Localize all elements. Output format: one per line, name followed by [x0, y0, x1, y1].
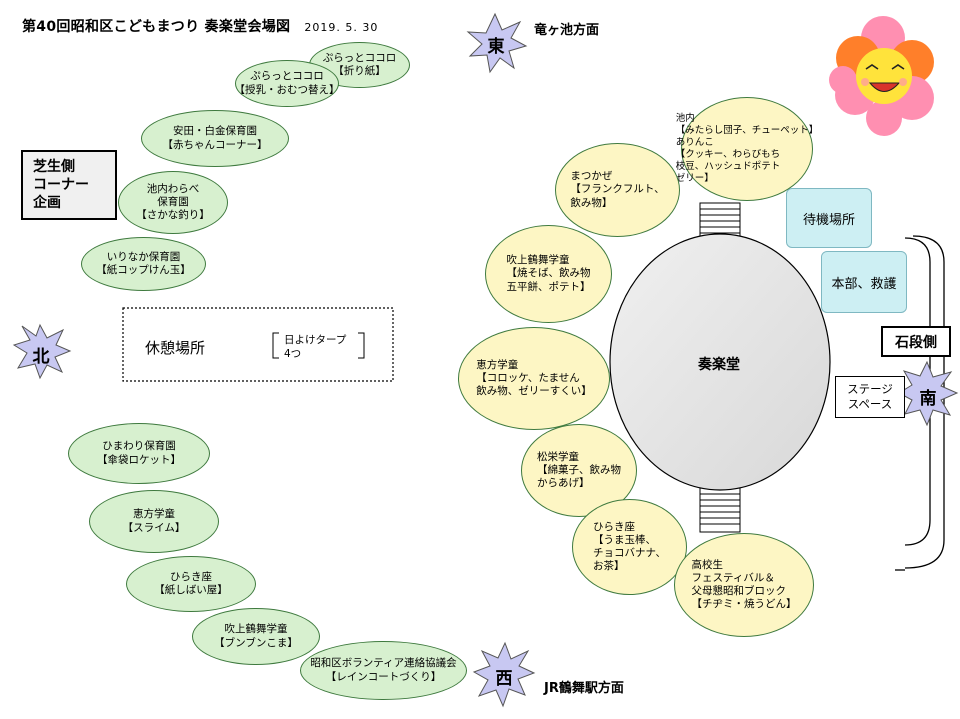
booth-label: ひまわり保育園 【傘袋ロケット】 [97, 440, 181, 466]
flower-mascot-icon [829, 16, 934, 136]
booth-label: ぷらっとココロ 【授乳・おむつ替え】 [234, 70, 340, 96]
booth-left-2: ぷらっとココロ 【授乳・おむつ替え】 [234, 60, 340, 107]
stairs-icon [699, 202, 741, 533]
rest-area-border [122, 307, 394, 382]
page-title: 第40回昭和区こどもまつり 奏楽堂会場図 2019. 5. 30 [22, 16, 378, 36]
booth-right-4: 恵方学童 【コロッケ、たません 飲み物、ゼリーすくい】 [458, 327, 610, 430]
north-label: 北 [32, 347, 50, 367]
booth-label: 松栄学童 【綿菓子、飲み物 からあげ】 [537, 450, 621, 490]
booth-label: いりなか保育園 【紙コップけん玉】 [96, 250, 191, 276]
stage-hall-label: 奏楽堂 [698, 357, 740, 373]
hq-box: 本部、救護 [821, 251, 907, 313]
stage-hall-shape [609, 233, 831, 491]
booth-label: 恵方学童 【コロッケ、たません 飲み物、ゼリーすくい】 [476, 358, 592, 398]
east-note: 竜ヶ池方面 [534, 23, 600, 38]
booth-left-8: ひらき座 【紙しばい屋】 [126, 556, 256, 612]
booth-label: 恵方学童 【スライム】 [122, 508, 186, 534]
south-label: 南 [919, 389, 937, 409]
booth-label: 吹上鶴舞学童 【ブンブンこま】 [214, 623, 298, 649]
west-note: JR鶴舞駅方面 [544, 681, 624, 696]
shibafu-label: 芝生側 コーナー 企画 [33, 158, 89, 212]
waiting-area-box: 待機場所 [786, 188, 872, 248]
booth-left-9: 吹上鶴舞学童 【ブンブンこま】 [192, 608, 320, 665]
shade-label: 日よけタープ 4つ [284, 334, 347, 360]
booth-left-10: 昭和区ボランティア連絡協議会 【レインコートづくり】 [300, 641, 467, 700]
waiting-area-label: 待機場所 [802, 212, 855, 228]
stone-steps-label: 石段側 [895, 334, 937, 351]
booth-left-7: 恵方学童 【スライム】 [89, 490, 219, 553]
title-text: 第40回昭和区こどもまつり 奏楽堂会場図 [22, 19, 291, 35]
shibafu-corner-box: 芝生側 コーナー 企画 [21, 150, 117, 220]
booth-label: 高校生 フェスティバル＆ 父母懇昭和ブロック 【チヂミ・焼うどん】 [691, 558, 797, 611]
booth-right-2: まつかぜ 【フランクフルト、 飲み物】 [555, 143, 680, 237]
booth-label: 昭和区ボランティア連絡協議会 【レインコートづくり】 [310, 657, 457, 683]
hq-label: 本部、救護 [831, 276, 897, 292]
booth-right-3: 吹上鶴舞学童 【焼そば、飲み物 五平餅、ポテト】 [485, 225, 612, 323]
east-label: 東 [487, 37, 505, 57]
booth-left-6: ひまわり保育園 【傘袋ロケット】 [68, 423, 210, 484]
date-text: 2019. 5. 30 [304, 21, 379, 34]
booth-label: 吹上鶴舞学童 【焼そば、飲み物 五平餅、ポテト】 [506, 254, 591, 293]
booth-label: ひらき座 【紙しばい屋】 [154, 570, 228, 596]
booth-right-1: 池内 【みたらし団子、チューペット】 ありんこ 【クッキー、わらびもち 枝豆、ハ… [676, 97, 818, 201]
rest-area-label: 休憩場所 [145, 339, 206, 357]
booth-label: まつかぜ 【フランクフルト、 飲み物】 [570, 170, 665, 209]
west-label: 西 [495, 669, 513, 689]
compass-star-icon [12, 12, 959, 708]
booth-left-5: いりなか保育園 【紙コップけん玉】 [81, 237, 206, 291]
booth-right-6: ひらき座 【うま玉棒、 チョコバナナ、 お茶】 [572, 499, 687, 595]
booth-label: 池内わらべ 保育園 【さかな釣り】 [136, 182, 210, 222]
booth-label: 安田・白金保育園 【赤ちゃんコーナー】 [162, 125, 268, 151]
booth-label: ひらき座 【うま玉棒、 チョコバナナ、 お茶】 [593, 520, 666, 573]
booth-right-7: 高校生 フェスティバル＆ 父母懇昭和ブロック 【チヂミ・焼うどん】 [674, 533, 814, 637]
stage-space-box: ステージ スペース [835, 376, 905, 418]
stone-steps-box: 石段側 [881, 326, 951, 357]
booth-label: 池内 【みたらし団子、チューペット】 ありんこ 【クッキー、わらびもち 枝豆、ハ… [675, 113, 819, 184]
stage-space-label: ステージ スペース [847, 382, 893, 411]
booth-left-4: 池内わらべ 保育園 【さかな釣り】 [118, 171, 228, 234]
booth-label: ぷらっとココロ 【折り紙】 [322, 51, 397, 77]
booth-left-3: 安田・白金保育園 【赤ちゃんコーナー】 [141, 110, 289, 167]
